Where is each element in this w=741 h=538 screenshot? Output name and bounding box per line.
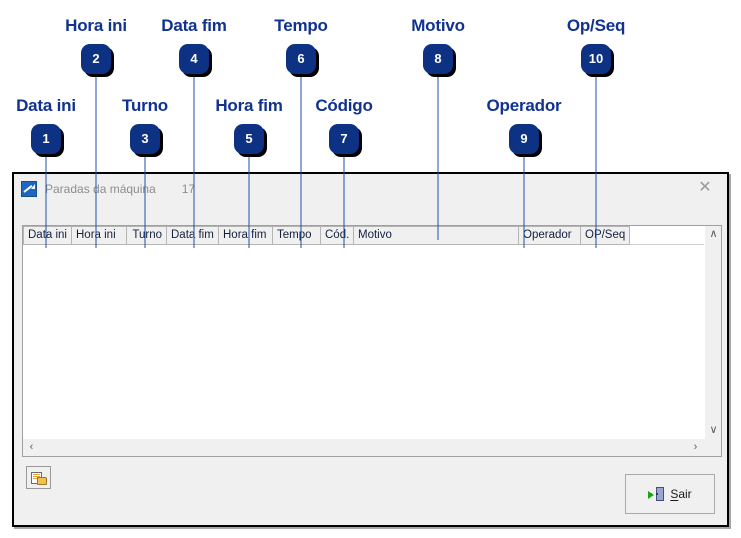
window-title: Paradas da máquina (45, 181, 156, 196)
vertical-scrollbar[interactable]: ∧ ∨ (704, 226, 721, 439)
annotation-badge-6: 6 (286, 44, 316, 74)
annotation-badge-2: 2 (81, 44, 111, 74)
annotation-badge-5: 5 (234, 124, 264, 154)
annotation-badge-1: 1 (31, 124, 61, 154)
open-folder-icon (30, 471, 47, 485)
exit-button[interactable]: Sair (625, 474, 715, 514)
window-titlebar[interactable]: Paradas da máquina 17 ✕ (14, 174, 727, 204)
grid-header-filler (630, 226, 721, 245)
close-icon[interactable]: ✕ (698, 179, 712, 196)
annotation-label-3: Turno (122, 96, 168, 115)
grid-column-header-9[interactable]: OP/Seq (581, 226, 630, 245)
annotation-label-2: Hora ini (65, 16, 127, 35)
grid-column-header-5[interactable]: Tempo (273, 226, 321, 245)
annotation-label-10: Op/Seq (566, 16, 626, 35)
annotation-badge-4: 4 (179, 44, 209, 74)
annotation-badge-3: 3 (130, 124, 160, 154)
annotation-label-4: Data fim (161, 16, 227, 35)
scroll-right-icon[interactable]: › (693, 441, 698, 453)
exit-door-icon (648, 487, 665, 501)
annotation-label-5: Hora fim (215, 96, 283, 115)
horizontal-scrollbar[interactable]: ‹ › (23, 439, 704, 456)
grid-column-header-8[interactable]: Operador (519, 226, 581, 245)
scroll-down-icon[interactable]: ∨ (709, 424, 718, 436)
annotation-badge-7: 7 (329, 124, 359, 154)
scroll-left-icon[interactable]: ‹ (29, 441, 34, 453)
annotation-badge-9: 9 (509, 124, 539, 154)
annotation-label-9: Operador (486, 96, 562, 115)
annotation-label-8: Motivo (411, 16, 465, 35)
grid-column-header-3[interactable]: Data fim (167, 226, 219, 245)
annotation-label-1: Data ini (16, 96, 76, 115)
annotation-badge-8: 8 (423, 44, 453, 74)
grid-column-header-0[interactable]: Data ini (23, 226, 72, 245)
annotation-label-6: Tempo (274, 16, 328, 35)
scrollbar-corner (704, 439, 721, 456)
window-record-count: 17 (181, 181, 196, 196)
annotation-label-7: Código (315, 96, 373, 115)
chart-arrow-icon (21, 180, 37, 197)
grid-column-header-1[interactable]: Hora ini (72, 226, 127, 245)
grid-column-header-4[interactable]: Hora fim (219, 226, 273, 245)
open-file-button[interactable] (26, 466, 51, 489)
grid-body[interactable] (23, 245, 704, 439)
grid-column-header-7[interactable]: Motivo (354, 226, 519, 245)
exit-button-label: Sair (670, 487, 692, 501)
grid-column-header-2[interactable]: Turno (127, 226, 167, 245)
grid-column-header-6[interactable]: Cód. (321, 226, 354, 245)
annotation-badge-10: 10 (581, 44, 611, 74)
scroll-up-icon[interactable]: ∧ (709, 228, 718, 240)
